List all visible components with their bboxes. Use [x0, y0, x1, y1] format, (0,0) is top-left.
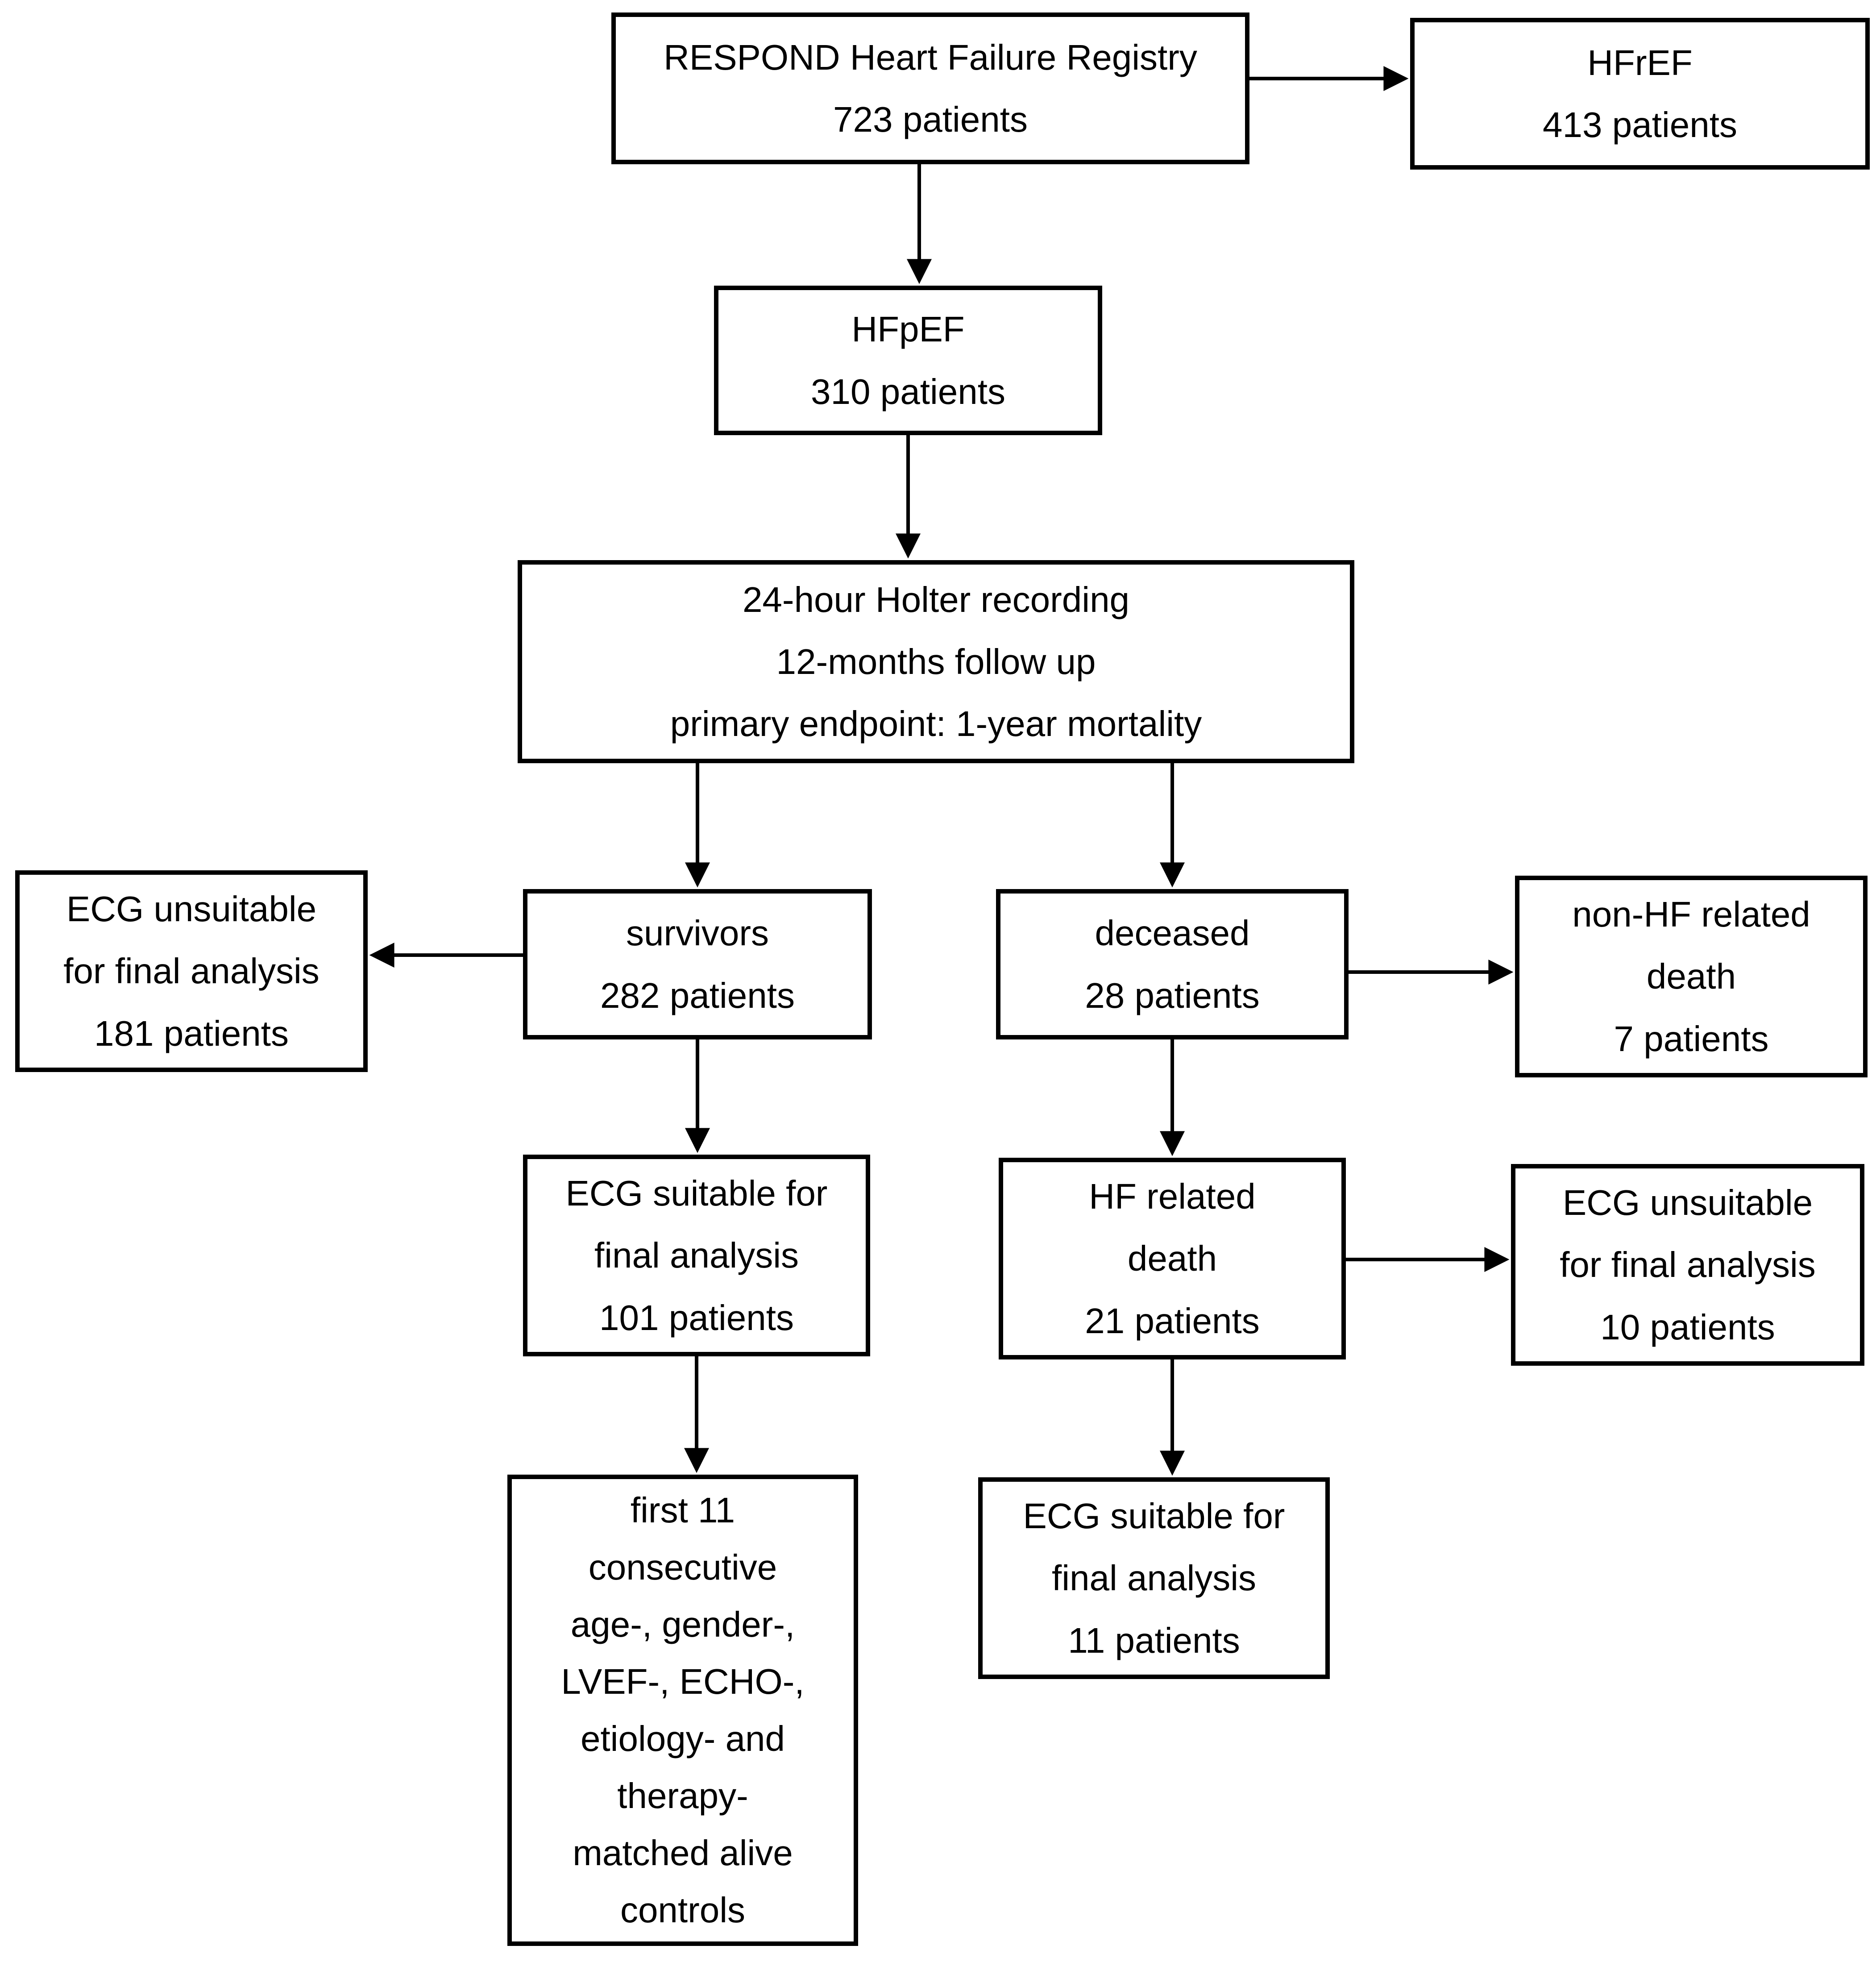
box-matched-controls-line-1: first 11: [630, 1490, 735, 1530]
box-respond-line-1: RESPOND Heart Failure Registry: [664, 37, 1197, 77]
box-hf-death-line-1: HF related: [1089, 1176, 1256, 1217]
box-deceased: deceased 28 patients: [996, 889, 1349, 1039]
box-respond-registry: RESPOND Heart Failure Registry 723 patie…: [611, 12, 1249, 164]
box-survivors: survivors 282 patients: [523, 889, 872, 1039]
box-ecg-suitable-101-line-2: final analysis: [594, 1235, 799, 1276]
box-matched-controls-line-4: LVEF-, ECHO-,: [561, 1662, 805, 1701]
box-ecg-unsuitable-181: ECG unsuitable for final analysis 181 pa…: [15, 870, 368, 1072]
box-hfref-line-1: HFrEF: [1587, 42, 1693, 83]
box-ecg-suitable-101-line-1: ECG suitable for: [565, 1173, 828, 1214]
box-holter-line-1: 24-hour Holter recording: [742, 579, 1130, 619]
box-ecg-unsuitable-10-line-2: for final analysis: [1560, 1245, 1816, 1285]
box-holter-line-2: 12-months follow up: [776, 641, 1096, 682]
box-hf-death: HF related death 21 patients: [999, 1158, 1346, 1359]
box-deceased-line-2: 28 patients: [1085, 975, 1260, 1015]
box-matched-controls-line-6: therapy-: [617, 1776, 748, 1816]
box-matched-controls-line-8: controls: [620, 1890, 746, 1930]
box-non-hf-death: non-HF related death 7 patients: [1515, 876, 1868, 1077]
box-hfref-line-2: 413 patients: [1543, 105, 1737, 145]
box-ecg-unsuitable-181-line-1: ECG unsuitable: [66, 889, 317, 929]
box-ecg-suitable-11: ECG suitable for final analysis 11 patie…: [978, 1477, 1330, 1679]
box-non-hf-death-line-1: non-HF related: [1572, 894, 1810, 935]
box-matched-controls-line-2: consecutive: [588, 1547, 777, 1587]
box-respond-line-2: 723 patients: [833, 100, 1028, 139]
box-survivors-line-1: survivors: [626, 913, 769, 953]
box-ecg-suitable-11-line-2: final analysis: [1051, 1558, 1256, 1598]
box-ecg-suitable-101: ECG suitable for final analysis 101 pati…: [523, 1155, 870, 1356]
box-matched-controls: first 11 consecutive age-, gender-, LVEF…: [507, 1475, 858, 1946]
box-ecg-unsuitable-10: ECG unsuitable for final analysis 10 pat…: [1511, 1164, 1864, 1366]
box-deceased-line-1: deceased: [1095, 913, 1250, 953]
box-matched-controls-line-5: etiology- and: [580, 1719, 785, 1758]
box-ecg-suitable-11-line-1: ECG suitable for: [1023, 1496, 1285, 1536]
box-ecg-unsuitable-181-line-3: 181 patients: [94, 1013, 289, 1053]
box-non-hf-death-line-3: 7 patients: [1614, 1018, 1769, 1059]
box-ecg-suitable-101-line-3: 101 patients: [599, 1297, 794, 1338]
box-hfref: HFrEF 413 patients: [1410, 18, 1870, 170]
box-ecg-suitable-11-line-3: 11 patients: [1068, 1620, 1240, 1660]
box-hf-death-line-2: death: [1127, 1239, 1217, 1279]
box-hfpef-line-1: HFpEF: [851, 309, 965, 349]
box-ecg-unsuitable-181-line-2: for final analysis: [63, 951, 320, 991]
box-holter-line-3: primary endpoint: 1-year mortality: [670, 704, 1202, 744]
box-matched-controls-line-7: matched alive: [573, 1833, 793, 1873]
box-holter-followup: 24-hour Holter recording 12-months follo…: [518, 560, 1354, 763]
box-hfpef-line-2: 310 patients: [811, 371, 1005, 412]
box-hfpef: HFpEF 310 patients: [714, 286, 1102, 435]
box-non-hf-death-line-2: death: [1646, 956, 1736, 997]
box-matched-controls-line-3: age-, gender-,: [570, 1605, 795, 1644]
box-hf-death-line-3: 21 patients: [1085, 1301, 1260, 1341]
box-ecg-unsuitable-10-line-3: 10 patients: [1600, 1307, 1775, 1347]
box-ecg-unsuitable-10-line-1: ECG unsuitable: [1562, 1183, 1813, 1223]
box-survivors-line-2: 282 patients: [600, 975, 795, 1015]
